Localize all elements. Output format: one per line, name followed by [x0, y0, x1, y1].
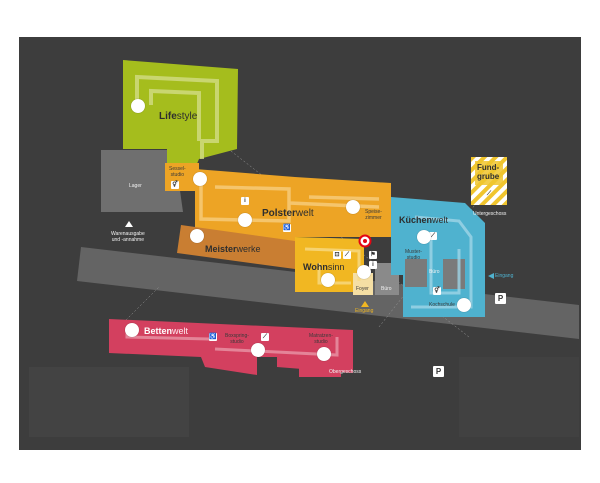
zone-title-kuechenwelt-part-b: welt — [432, 215, 449, 225]
lift-icon: ⊡ — [333, 251, 341, 259]
room-label-kochschule: Kochschule — [429, 302, 455, 308]
label-untergeschoss: Untergeschoss — [473, 211, 507, 217]
zone-lager — [101, 150, 183, 212]
waypoint-dot[interactable] — [238, 213, 252, 227]
label-eingang-east: Eingang — [495, 273, 514, 279]
zone-title-meisterwerke: Meisterwerke — [205, 244, 261, 254]
floor-plan-shapes — [19, 37, 581, 450]
room-label-buero-wohn: Büro — [381, 286, 392, 292]
zone-title-bettenwelt: Bettenwelt — [144, 326, 188, 336]
zone-title-wohnsinn: Wohnsinn — [303, 262, 344, 272]
escalator-icon: ⟋ — [343, 251, 351, 259]
label-eingang-south: Eingang — [355, 308, 374, 314]
entrance-arrow-east — [488, 273, 494, 279]
zone-title-kuechenwelt: Küchenwelt — [399, 215, 448, 225]
waypoint-dot[interactable] — [190, 229, 204, 243]
label-warenausgabe: Warenausgabe und -annahme — [111, 231, 145, 243]
zone-title-lifestyle-part-b: style — [176, 111, 198, 122]
zone-bettenwelt — [109, 319, 353, 375]
toilet-icon: ⚥ — [171, 181, 179, 189]
room-label-buero-kueche: Büro — [429, 269, 440, 275]
room-label-boxspringstudio: Boxspring- studio — [225, 333, 249, 345]
delivery-arrow — [125, 221, 133, 227]
waypoint-dot[interactable] — [125, 323, 139, 337]
waypoint-dot[interactable] — [131, 99, 145, 113]
zone-title-meisterwerke-part-b: werke — [236, 244, 261, 254]
zone-title-polsterwelt: Polsterwelt — [262, 208, 314, 219]
floor-plan-map: Lifestyle Polsterwelt Meisterwerke Wohns… — [19, 37, 581, 450]
zone-title-lifestyle: Lifestyle — [159, 111, 197, 122]
parking-icon: P — [495, 293, 506, 304]
room-label-foyer: Foyer — [356, 286, 369, 292]
info-icon-2: i — [369, 261, 377, 269]
waypoint-dot[interactable] — [357, 265, 371, 279]
zone-title-fundgrube: Fund- grube — [477, 163, 503, 181]
label-obergeschoss: Obergeschoss — [329, 369, 362, 375]
waypoint-dot[interactable] — [193, 172, 207, 186]
room-label-speisezimmer: Speise- zimmer — [365, 209, 382, 221]
entrance-arrow-south — [361, 301, 369, 307]
zone-title-fundgrube-part-b: grube — [477, 172, 500, 181]
zone-title-polsterwelt-part-a: Polster — [262, 208, 296, 219]
zone-title-wohnsinn-part-a: Wohn — [303, 262, 328, 272]
zone-title-bettenwelt-part-a: Betten — [144, 326, 173, 336]
info-icon: i — [241, 197, 249, 205]
room-label-musterstudio: Muster- studio — [405, 249, 422, 261]
room-label-sesselstudio: Sessel- studio — [169, 166, 186, 178]
parking-icon-2: P — [433, 366, 444, 377]
waypoint-dot[interactable] — [251, 343, 265, 357]
zone-title-lifestyle-part-a: Life — [159, 111, 177, 122]
wheelchair-toilet-icon: ♿ — [283, 224, 291, 232]
zone-title-wohnsinn-part-b: sinn — [327, 262, 345, 272]
wheelchair-toilet-icon-2: ♿ — [209, 333, 217, 341]
waypoint-dot[interactable] — [317, 347, 331, 361]
escalator-icon-3: ⟋ — [429, 232, 437, 240]
toilet-icon-2: ⚥ — [433, 287, 441, 295]
waypoint-dot[interactable] — [346, 200, 360, 214]
zone-title-bettenwelt-part-b: welt — [172, 326, 189, 336]
zone-lifestyle — [123, 60, 238, 173]
zone-title-meisterwerke-part-a: Meister — [205, 244, 237, 254]
room-label-lager: Lager — [129, 183, 142, 189]
zone-title-fundgrube-part-a: Fund- — [477, 163, 500, 172]
zone-meisterwerke — [177, 225, 295, 269]
escalator-icon-2: ⟋ — [261, 333, 269, 341]
waypoint-dot[interactable] — [457, 298, 471, 312]
zone-title-polsterwelt-part-b: welt — [295, 208, 314, 219]
escalator-icon-4: ⟋ — [486, 191, 492, 197]
restaurant-icon: ⚑ — [369, 251, 377, 259]
waypoint-dot[interactable] — [321, 273, 335, 287]
zone-title-kuechenwelt-part-a: Küchen — [399, 215, 433, 225]
room-label-matratzenstudio: Matratzen- studio — [309, 333, 333, 345]
waypoint-dot[interactable] — [417, 230, 431, 244]
